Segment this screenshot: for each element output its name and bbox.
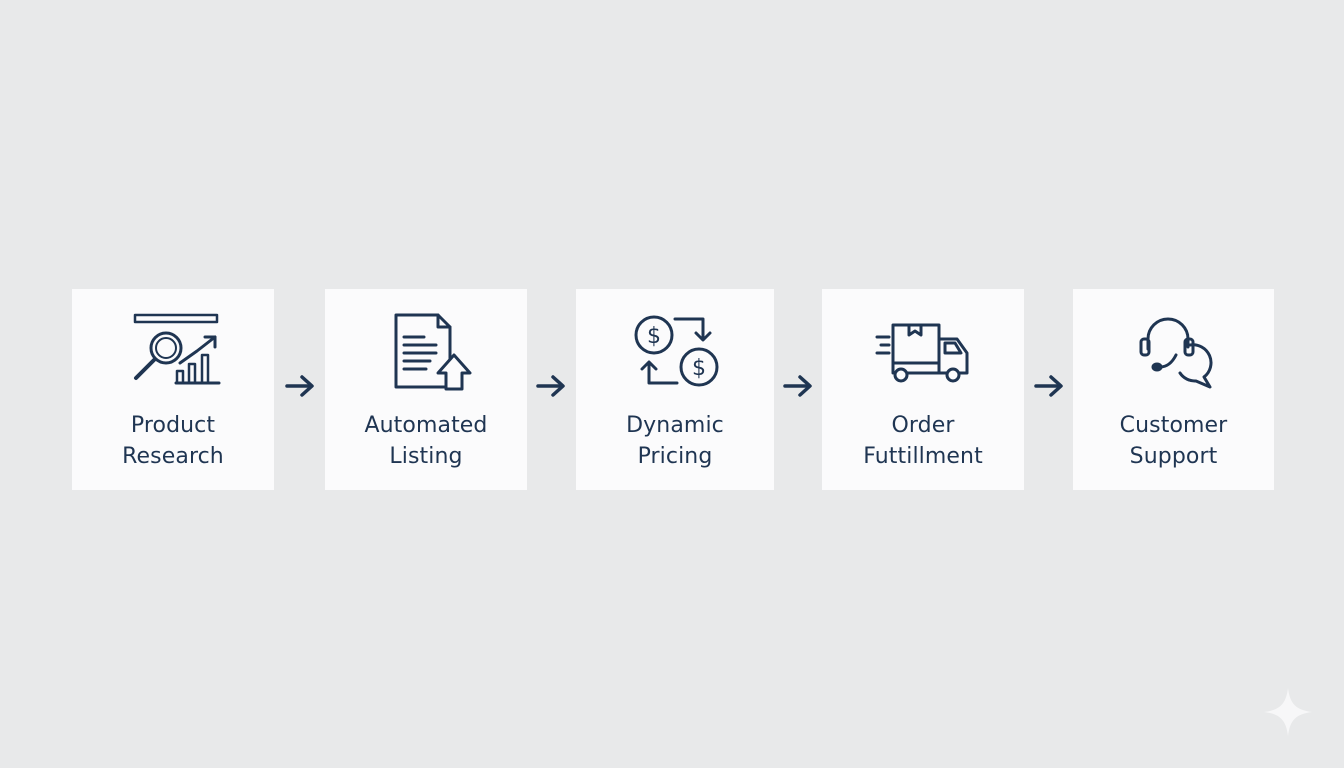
step-label: Customer Support <box>1073 410 1274 472</box>
step-label-line2: Futtillment <box>863 444 983 469</box>
step-label-line1: Product <box>130 413 216 438</box>
step-label-line1: Dynamic <box>626 413 724 438</box>
arrow-icon <box>781 373 815 399</box>
svg-text:$: $ <box>647 324 661 349</box>
arrow-icon <box>283 373 317 399</box>
step-label-line2: Listing <box>389 444 463 469</box>
dollar-exchange-icon: $ $ <box>627 311 723 391</box>
step-label-line2: Research <box>122 444 224 469</box>
arrow-icon <box>1032 373 1066 399</box>
arrow-icon <box>534 373 568 399</box>
step-label: Dynamic Pricing <box>576 410 774 472</box>
step-label: Product Research <box>72 410 274 472</box>
document-upload-icon <box>378 311 474 391</box>
step-label-line2: Support <box>1129 444 1218 469</box>
step-label: Automated Listing <box>325 410 527 472</box>
step-label-line2: Pricing <box>637 444 713 469</box>
step-label-line1: Order <box>891 413 955 438</box>
headset-chat-icon <box>1126 311 1222 391</box>
step-label: Order Futtillment <box>822 410 1024 472</box>
step-dynamic-pricing: $ $ Dynamic Pricing <box>576 289 774 490</box>
delivery-truck-icon <box>875 311 971 391</box>
step-customer-support: Customer Support <box>1073 289 1274 490</box>
step-automated-listing: Automated Listing <box>325 289 527 490</box>
step-product-research: Product Research <box>72 289 274 490</box>
magnifier-chart-icon <box>125 311 221 391</box>
step-label-line1: Customer <box>1119 413 1228 438</box>
step-order-fulfillment: Order Futtillment <box>822 289 1024 490</box>
step-label-line1: Automated <box>364 413 488 438</box>
svg-text:$: $ <box>692 356 706 381</box>
sparkle-icon <box>1262 686 1314 738</box>
